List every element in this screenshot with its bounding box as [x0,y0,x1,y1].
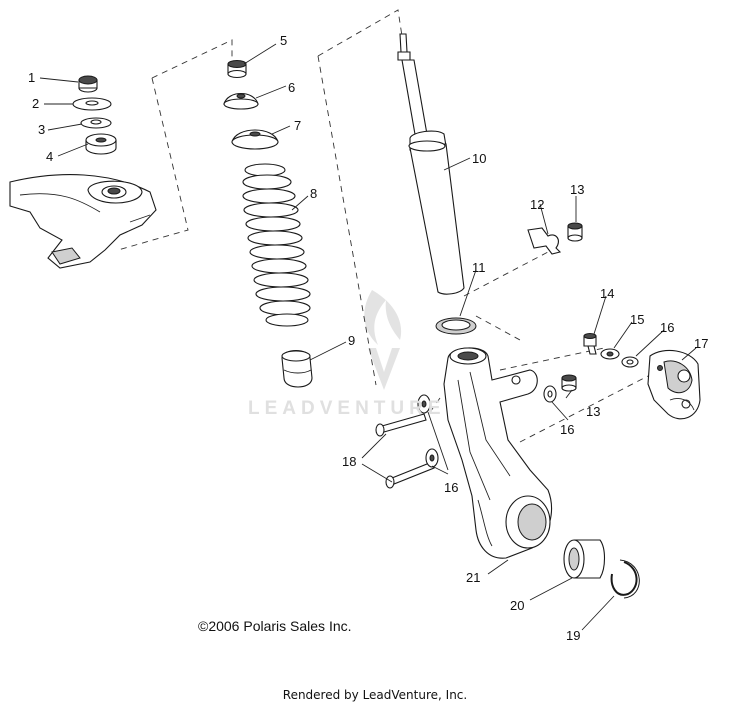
callout-11: 11 [472,260,486,275]
frame-mount-bracket[interactable] [9,174,157,269]
part-1-nut[interactable] [78,75,98,93]
part-4-bushing[interactable] [85,133,117,155]
callout-9: 9 [348,333,355,348]
part-3-washer[interactable] [80,117,112,129]
part-19-snap-ring[interactable] [610,559,640,599]
part-9-bump-stop[interactable] [281,349,313,388]
part-15-washer[interactable] [600,348,620,360]
callout-20: 20 [510,598,524,613]
callout-18: 18 [342,454,356,469]
callout-16-left: 16 [444,480,458,495]
part-2-washer[interactable] [72,97,112,111]
part-13-nut-upper[interactable] [567,222,583,242]
part-16-washers-left[interactable] [417,394,439,468]
part-18-bolts[interactable] [375,413,435,489]
callout-6: 6 [288,80,295,95]
callout-14: 14 [600,286,614,301]
callout-15: 15 [630,312,644,327]
callout-5: 5 [280,33,287,48]
watermark-logo-icon [364,290,402,390]
part-10-shock-absorber[interactable] [397,33,465,295]
callout-4: 4 [46,149,53,164]
part-20-bearing[interactable] [563,539,606,579]
part-16-washer-right[interactable] [621,356,639,368]
callout-3: 3 [38,122,45,137]
copyright-notice: ©2006 Polaris Sales Inc. [198,618,352,634]
part-21-steering-knuckle[interactable] [443,347,552,559]
callout-12: 12 [530,197,544,212]
callout-2: 2 [32,96,39,111]
part-11-seal-ring[interactable] [435,317,477,335]
callout-labels: 1 2 3 4 5 6 7 8 9 10 11 12 13 14 15 16 1… [28,33,708,643]
part-17-brake-caliper[interactable] [647,349,701,420]
part-8-coil-spring[interactable] [242,163,311,327]
part-6-spring-seat[interactable] [223,92,259,110]
part-5-nut[interactable] [227,60,247,79]
callout-21: 21 [466,570,480,585]
callout-16-middle: 16 [560,422,574,437]
part-13-nut-lower[interactable] [561,374,577,392]
assembly-guide-lines [117,9,651,443]
callout-1: 1 [28,70,35,85]
part-16-washer-middle[interactable] [543,385,557,403]
part-12-clip[interactable] [527,227,562,255]
part-7-spring-retainer[interactable] [231,129,279,150]
callout-leader-lines [39,43,697,631]
callout-10: 10 [472,151,486,166]
callout-17: 17 [694,336,708,351]
watermark-text: LEADVENTURE [248,398,446,419]
part-14-bolt[interactable] [583,333,597,355]
callout-19: 19 [566,628,580,643]
callout-8: 8 [310,186,317,201]
callout-16-right: 16 [660,320,674,335]
callout-13-lower: 13 [586,404,600,419]
callout-13-upper: 13 [570,182,584,197]
callout-7: 7 [294,118,301,133]
footer-credit: Rendered by LeadVenture, Inc. [282,688,468,702]
